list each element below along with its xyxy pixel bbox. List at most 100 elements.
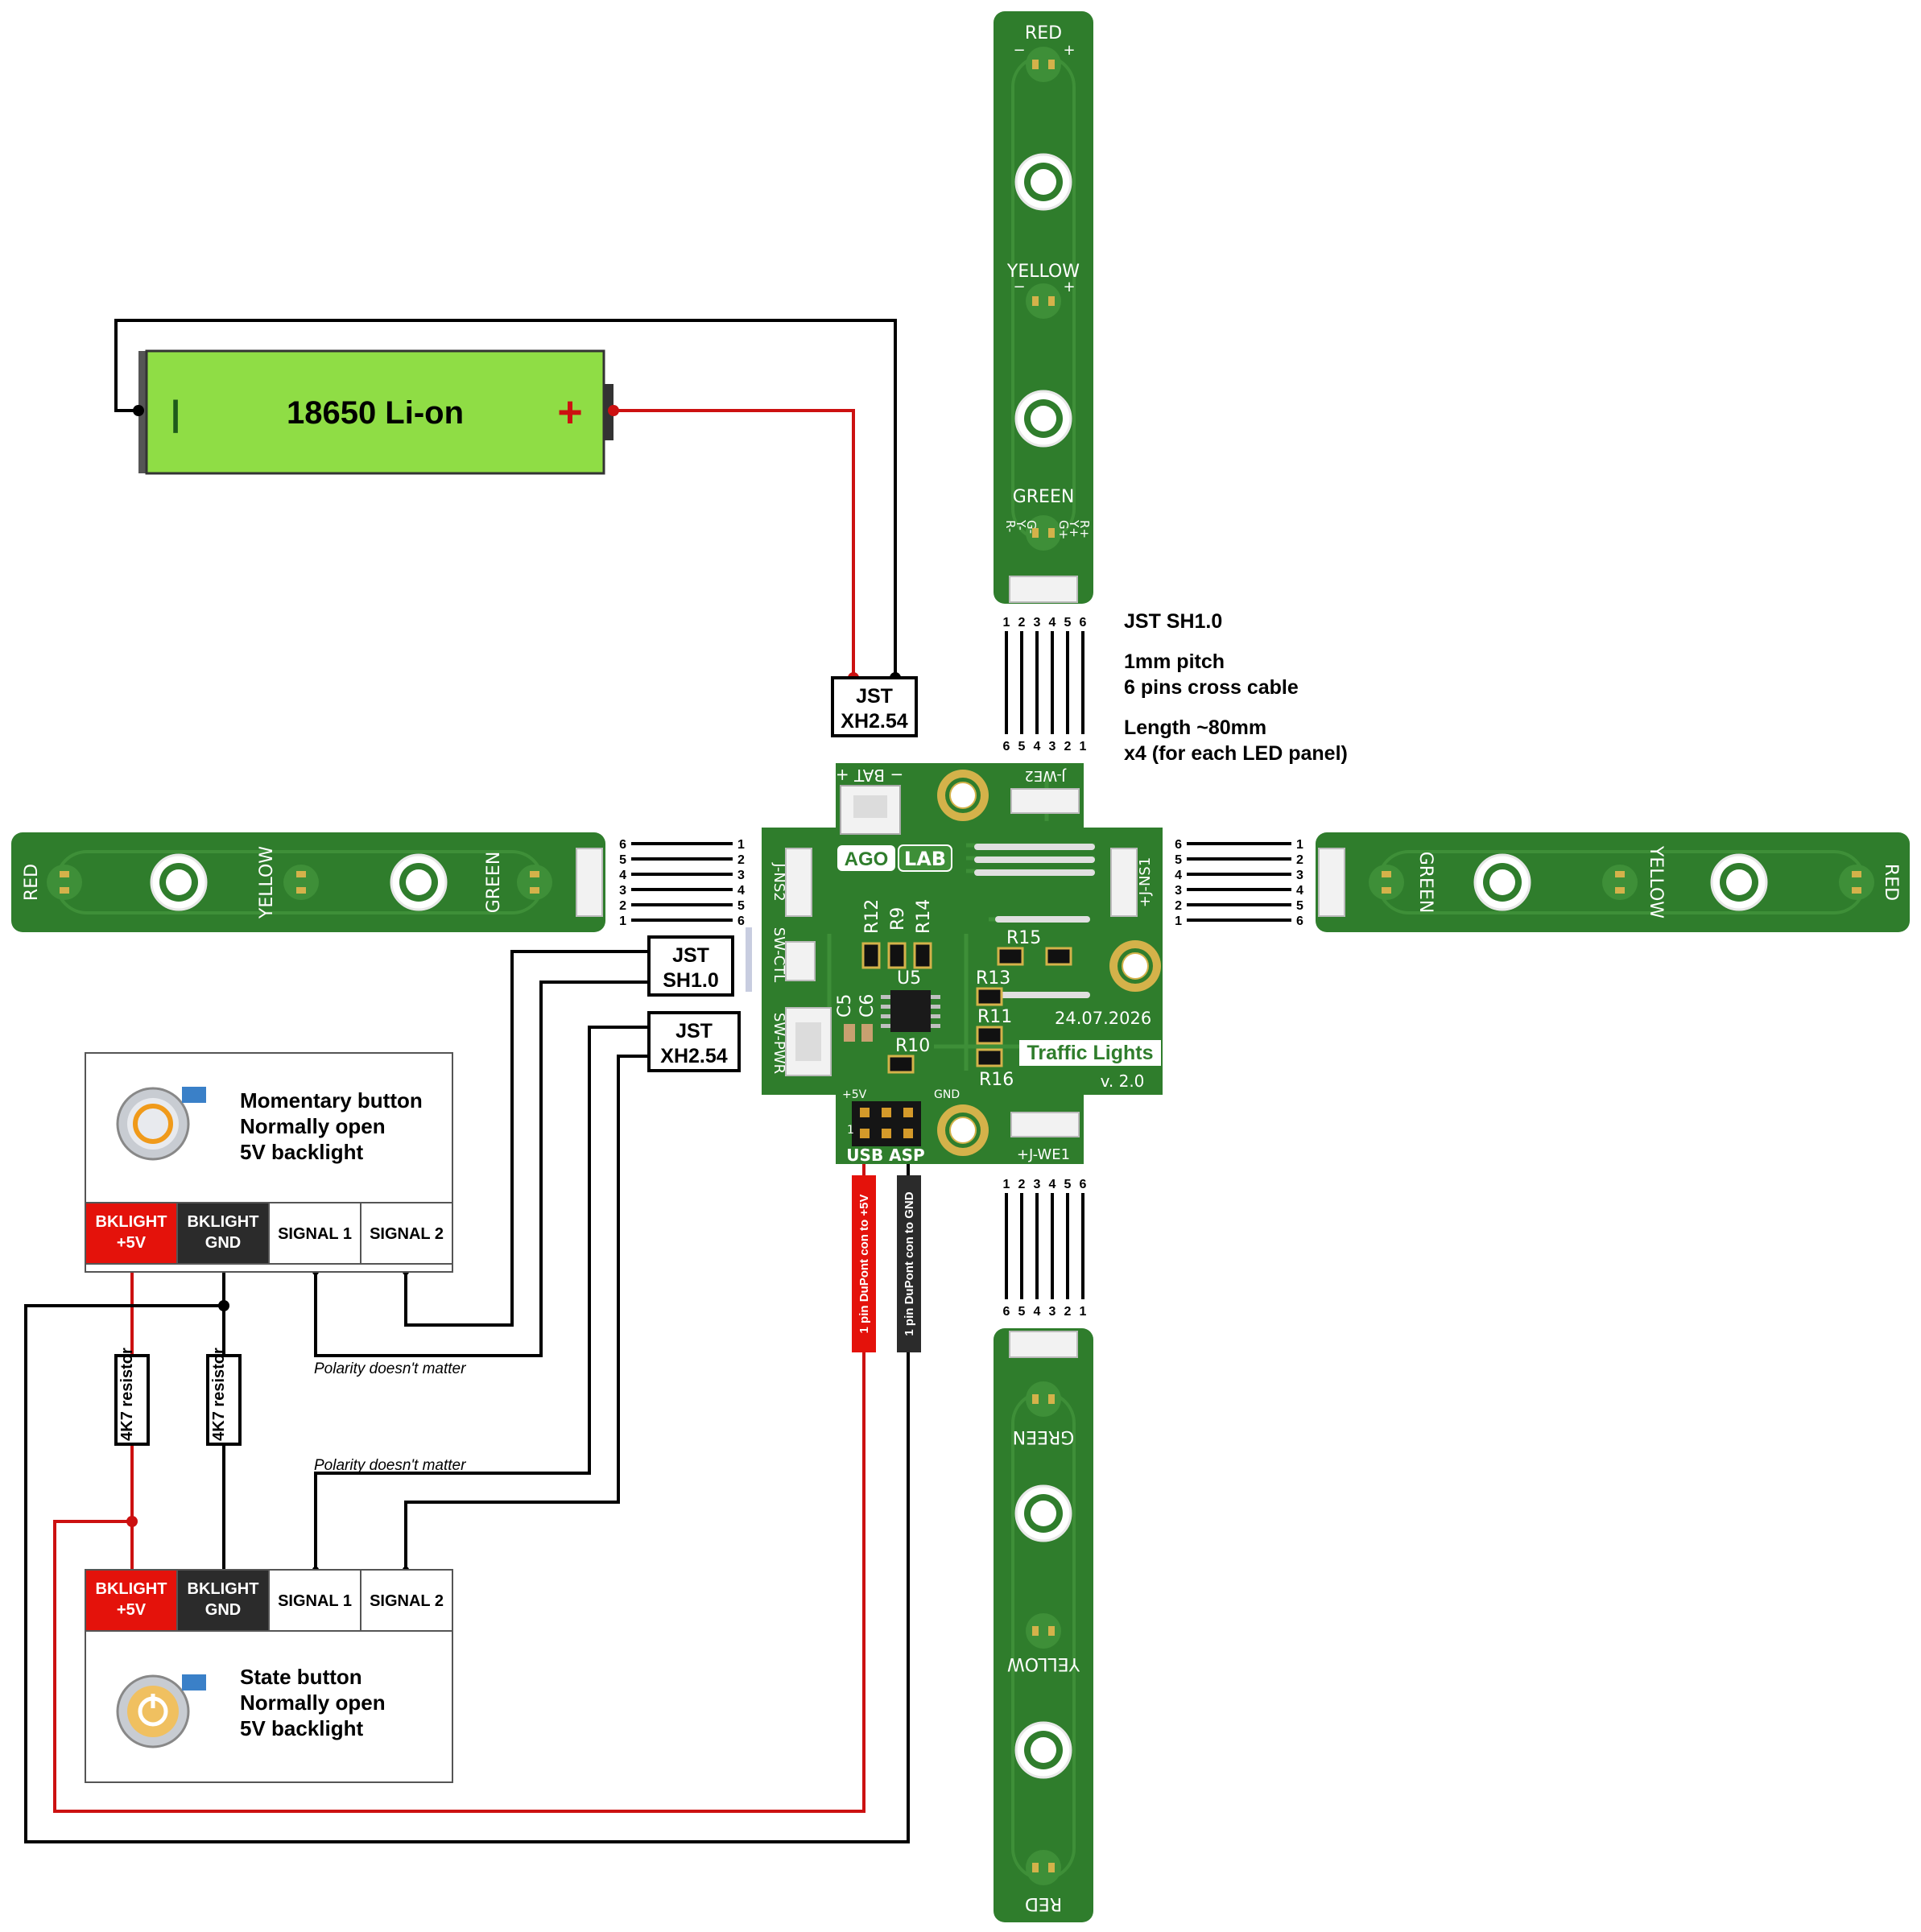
battery-positive-wire: [613, 409, 855, 676]
terminal-label: +5V: [117, 1234, 147, 1252]
pin-number: 6: [1003, 740, 1010, 753]
state-title: State button: [240, 1665, 362, 1689]
xh-connector-label: JST XH2.54: [647, 1011, 741, 1072]
left-hole-2: [390, 853, 448, 911]
left-green-label: GREEN: [484, 852, 504, 914]
jwe1-label: +J-WE1: [1017, 1146, 1070, 1163]
pin-number: 3: [737, 869, 745, 882]
ref-u5: U5: [897, 968, 921, 989]
right-sh-connector: [1318, 848, 1345, 917]
ref-c5: C5: [835, 994, 855, 1018]
usb-asp-label: USB ASP: [846, 1146, 924, 1165]
svg-text:JST: JST: [856, 685, 893, 708]
terminal-label: GND: [205, 1601, 241, 1619]
left-red-label: RED: [22, 864, 42, 901]
svg-text:−: −: [1013, 42, 1025, 59]
right-yellow-led: [1602, 865, 1638, 900]
jwe2-connector: [1010, 788, 1080, 814]
pin-number: 4: [737, 884, 745, 898]
bottom-green-led: [1026, 1381, 1061, 1417]
polarity-note-1: Polarity doesn't matter: [314, 1360, 466, 1377]
pin-number: 6: [1080, 616, 1087, 630]
bottom-hole-2: [1014, 1721, 1072, 1779]
battery-negative-wire: [114, 319, 897, 676]
jns2-label: J-NS2: [770, 862, 787, 902]
mounting-hole-bottom: [936, 1104, 989, 1157]
terminal-cell: [268, 1202, 361, 1265]
jns1-label: +J-NS1: [1137, 857, 1154, 908]
terminal-label: BKLIGHT: [96, 1213, 167, 1231]
pin-number: 6: [1003, 1305, 1010, 1319]
battery-positive-node: [608, 405, 619, 416]
logo-ago: AGO: [845, 848, 889, 870]
led-panel-right: GREEN YELLOW RED: [1316, 832, 1910, 932]
svg-text:JST: JST: [675, 1020, 713, 1042]
ref-r11: R11: [977, 1007, 1012, 1027]
pin-number: 5: [737, 899, 745, 913]
pin-number: 2: [737, 853, 745, 867]
pin-number: 5: [1064, 1178, 1072, 1191]
pin-number: 2: [1064, 1305, 1072, 1319]
pin-number: 3: [1034, 1178, 1041, 1191]
swctl-label: SW-CTL: [770, 927, 787, 983]
svg-text:G+: G+: [1056, 520, 1071, 539]
pin-number: 4: [1049, 616, 1056, 630]
led-panel-bottom: GREEN YELLOW RED: [994, 1328, 1093, 1922]
board-outline: [762, 763, 1163, 1164]
resistor-gnd: 4K7 resistor: [206, 1348, 242, 1446]
pin-number: 1: [1175, 914, 1182, 928]
terminal-label: +5V: [117, 1601, 147, 1619]
polarity-note-2: Polarity doesn't matter: [314, 1457, 466, 1474]
pin-number: 1: [1080, 740, 1087, 753]
usb-plus5v-label: +5V: [842, 1088, 867, 1101]
pin-number: 4: [619, 869, 626, 882]
battery-minus-sign: |: [171, 394, 180, 434]
board-date: 24.07.2026: [1055, 1009, 1151, 1028]
svg-text:Y-: Y-: [1014, 519, 1028, 530]
pin-number: 1: [1003, 616, 1010, 630]
ref-r13: R13: [976, 968, 1010, 989]
pin-number: 4: [1296, 884, 1303, 898]
pin-number: 6: [619, 838, 626, 852]
momentary-button-icon: [116, 1087, 206, 1161]
bottom-green-label: GREEN: [1013, 1426, 1075, 1447]
pin-number: 4: [1175, 869, 1182, 882]
left-sh-connector: [576, 848, 603, 917]
usb-gnd-label: GND: [934, 1088, 960, 1101]
logo-lab: LAB: [904, 848, 946, 870]
svg-text:XH2.54: XH2.54: [841, 710, 907, 733]
svg-text:5V backlight: 5V backlight: [240, 1140, 363, 1164]
pin-number: 1: [1296, 838, 1303, 852]
bottom-sh-connector: [1009, 1331, 1078, 1358]
terminal-label: SIGNAL 2: [370, 1592, 444, 1610]
svg-text:+: +: [1063, 42, 1075, 59]
bottom-red-led: [1026, 1850, 1061, 1885]
pin-number: 3: [1034, 616, 1041, 630]
cable-notes: JST SH1.0 1mm pitch 6 pins cross cable L…: [1124, 610, 1348, 765]
right-red-label: RED: [1881, 864, 1901, 901]
svg-text:R+: R+: [1077, 520, 1092, 539]
pin-number: 6: [1296, 914, 1303, 928]
svg-text:5V backlight: 5V backlight: [240, 1716, 363, 1740]
svg-text:1 pin DuPont con to +5V: 1 pin DuPont con to +5V: [857, 1195, 871, 1334]
bottom-yellow-led: [1026, 1613, 1061, 1649]
pin-number: 5: [1018, 1305, 1026, 1319]
right-red-led: [1839, 865, 1874, 900]
right-hole-1: [1473, 853, 1531, 911]
bat-label: − BAT +: [836, 766, 903, 785]
svg-text:XH2.54: XH2.54: [660, 1045, 727, 1067]
ref-r9: R9: [888, 907, 908, 931]
dupont-red: [852, 1175, 876, 1352]
sh-connector-label: JST SH1.0: [647, 935, 734, 997]
pin-number: 6: [737, 914, 745, 928]
state-button-icon: [116, 1674, 206, 1748]
battery-body: [145, 349, 605, 475]
bottom-yellow-label: YELLOW: [1007, 1653, 1080, 1674]
cable-pitch: 1mm pitch: [1124, 650, 1225, 673]
